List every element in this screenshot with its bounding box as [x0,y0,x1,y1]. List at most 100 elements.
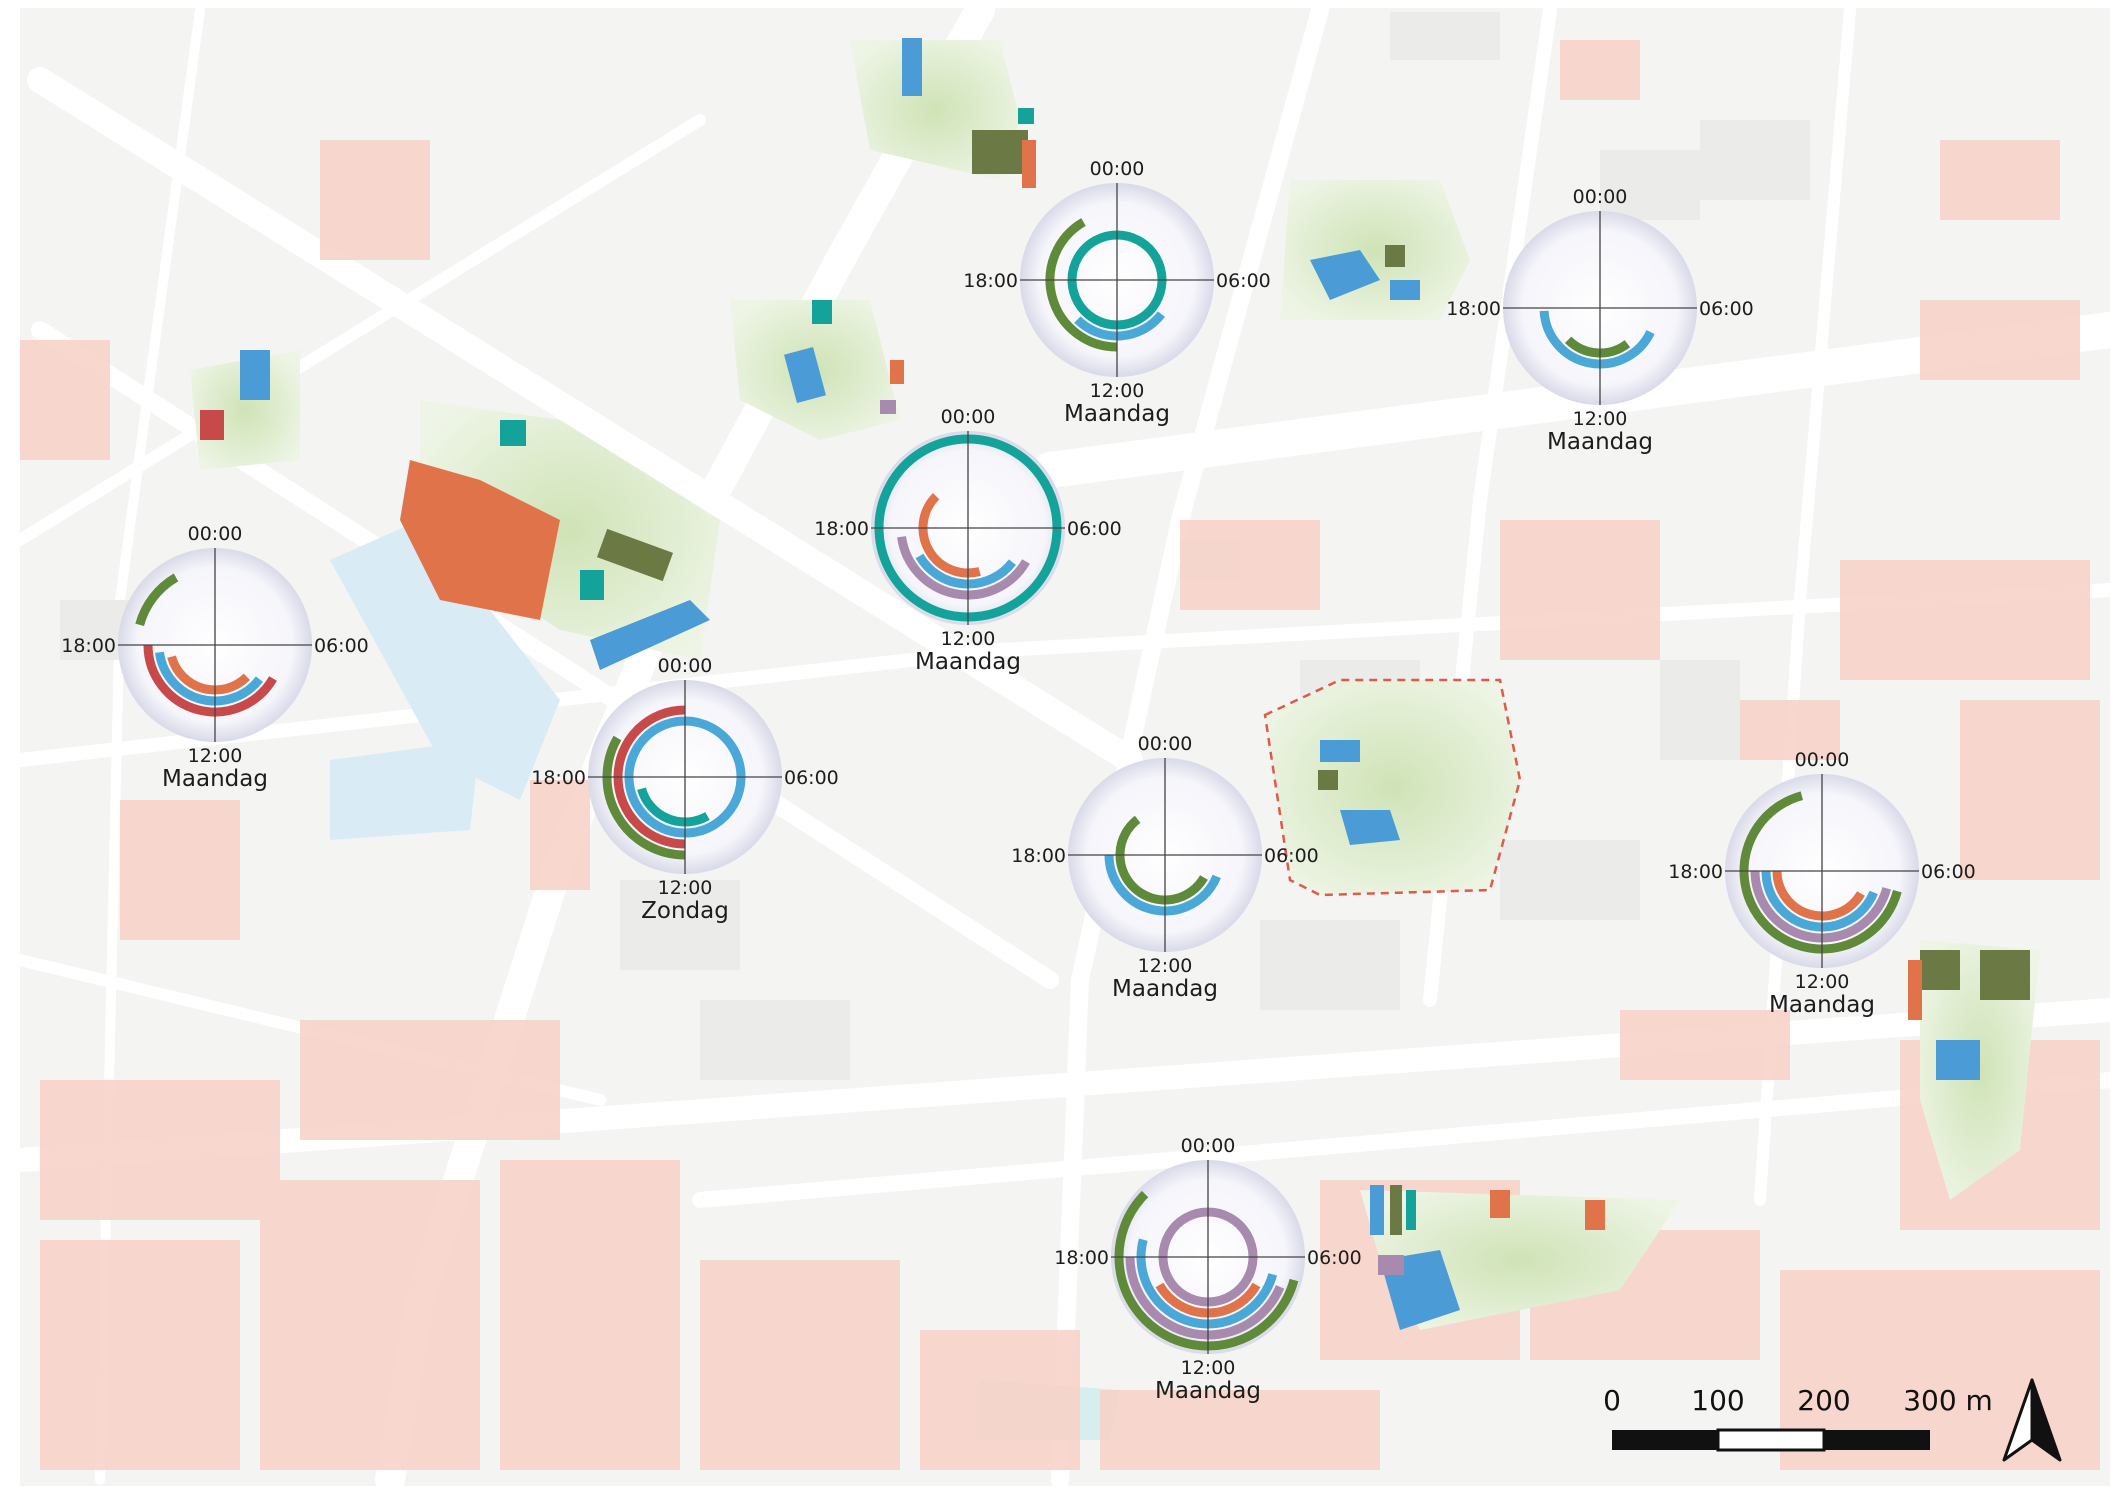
activity-arc-orange [918,493,981,578]
activity-arc-green [1114,1190,1299,1351]
clock-rings [135,573,277,717]
clock-rings [1739,791,1902,954]
clock-label-left: 18:00 [1668,861,1723,883]
clock-day-label: Maandag [1547,429,1653,455]
clock-label-top: 00:00 [1181,1135,1236,1157]
activity-arc-green [602,735,686,860]
activity-arc-teal [874,434,1062,622]
clock-rings [1104,815,1221,916]
clock-zondag: 00:00 06:00 12:00 18:00 Zondag [531,655,839,924]
clock-label-top: 00:00 [1090,158,1145,180]
activity-arc-red [143,644,277,717]
clock-label-top: 00:00 [658,655,713,677]
clock-top-right: 00:00 06:00 12:00 18:00 Maandag [1446,186,1754,455]
clock-label-right: 06:00 [314,635,369,657]
activity-arc-orange [167,655,250,695]
clock-label-top: 00:00 [941,406,996,428]
clock-day-label: Maandag [915,649,1021,675]
activity-arc-purple [1125,1256,1285,1340]
clock-label-left: 18:00 [1011,845,1066,867]
clock-label-bottom: 12:00 [1573,408,1628,430]
clock-label-left: 18:00 [814,518,869,540]
activity-arc-blue [1074,311,1165,341]
clock-label-bottom: 12:00 [1181,1357,1236,1379]
clock-label-right: 06:00 [1699,298,1754,320]
clock-rings [1539,310,1655,369]
scale-segment-2 [1716,1428,1826,1452]
activity-arc-blue [624,716,746,838]
activity-arc-blue [1104,854,1221,916]
activity-arc-orange [1772,870,1865,921]
scale-bar: 0 100 200 300 m [1603,1384,1993,1452]
park-site-8 [1908,940,2040,1200]
clock-day-label: Zondag [641,898,729,924]
clock-label-right: 06:00 [1921,861,1976,883]
scale-label-300: 300 m [1903,1384,1993,1417]
clock-label-bottom: 12:00 [941,628,996,650]
park-site-5 [1280,180,1470,320]
clock-rings [1045,218,1167,352]
clock-day-label: Maandag [1155,1378,1261,1404]
scale-label-100: 100 [1691,1384,1744,1417]
clock-label-top: 00:00 [1138,733,1193,755]
clock-label-left: 18:00 [1446,298,1501,320]
clock-label-right: 06:00 [1307,1247,1362,1269]
activity-arc-blue [155,651,263,706]
scale-label-200: 200 [1797,1384,1850,1417]
activity-arc-purple [1158,1207,1258,1307]
activity-arc-purple [897,536,1030,600]
clock-top-center: 00:00 06:00 12:00 18:00 Maandag [963,158,1271,427]
clock-day-label: Maandag [1112,976,1218,1002]
clock-label-bottom: 12:00 [1090,380,1145,402]
clock-label-top: 00:00 [1573,186,1628,208]
clock-label-right: 06:00 [784,767,839,789]
clock-rings [874,434,1062,622]
activity-arc-teal [1067,230,1167,330]
clock-bottom: 00:00 06:00 12:00 18:00 Maandag [1054,1135,1362,1404]
clock-label-top: 00:00 [1795,749,1850,771]
clock-label-bottom: 12:00 [658,877,713,899]
grey-blocks [60,12,1810,1080]
park-site-2 [730,300,904,440]
activity-arc-blue [1761,870,1878,932]
park-site-7 [1360,1185,1680,1330]
clock-label-bottom: 12:00 [188,745,243,767]
clock-label-left: 18:00 [61,635,116,657]
activity-arc-green [1565,336,1631,358]
clock-label-left: 18:00 [531,767,586,789]
activity-arc-teal [637,787,710,827]
park-site-4 [400,400,720,670]
clock-mid-left: 00:00 06:00 12:00 18:00 Maandag [814,406,1122,675]
north-arrow-icon [2002,1378,2062,1462]
activity-arc-green [1045,218,1118,352]
clock-label-left: 18:00 [1054,1247,1109,1269]
clock-label-bottom: 12:00 [1795,971,1850,993]
scale-segment-3 [1824,1430,1930,1450]
activity-arc-green [1739,791,1902,954]
activity-arc-blue [1136,1238,1278,1329]
activity-arc-purple [1750,870,1892,943]
scale-segment-1 [1612,1430,1718,1450]
park-site-3 [190,350,300,470]
clock-day-label: Maandag [162,766,268,792]
clock-label-right: 06:00 [1067,518,1122,540]
activity-arc-blue [915,553,1016,589]
clock-label-left: 18:00 [963,270,1018,292]
clock-label-right: 06:00 [1264,845,1319,867]
clock-center: 00:00 06:00 12:00 18:00 Maandag [1011,733,1319,1002]
activity-arc-green [135,573,179,627]
activity-arc-green [1115,815,1208,905]
clock-label-right: 06:00 [1216,270,1271,292]
activity-arc-blue [1539,310,1655,369]
park-site-6 [1263,678,1522,897]
clock-day-label: Maandag [1064,401,1170,427]
clock-day-label: Maandag [1769,992,1875,1018]
clock-rings [602,705,746,860]
clock-label-top: 00:00 [188,523,243,545]
clock-right: 00:00 06:00 12:00 18:00 Maandag [1668,749,1976,1018]
park-site-1 [850,38,1036,188]
clock-label-bottom: 12:00 [1138,955,1193,977]
scale-label-0: 0 [1603,1384,1621,1417]
clock-left: 00:00 06:00 12:00 18:00 Maandag [61,523,369,792]
